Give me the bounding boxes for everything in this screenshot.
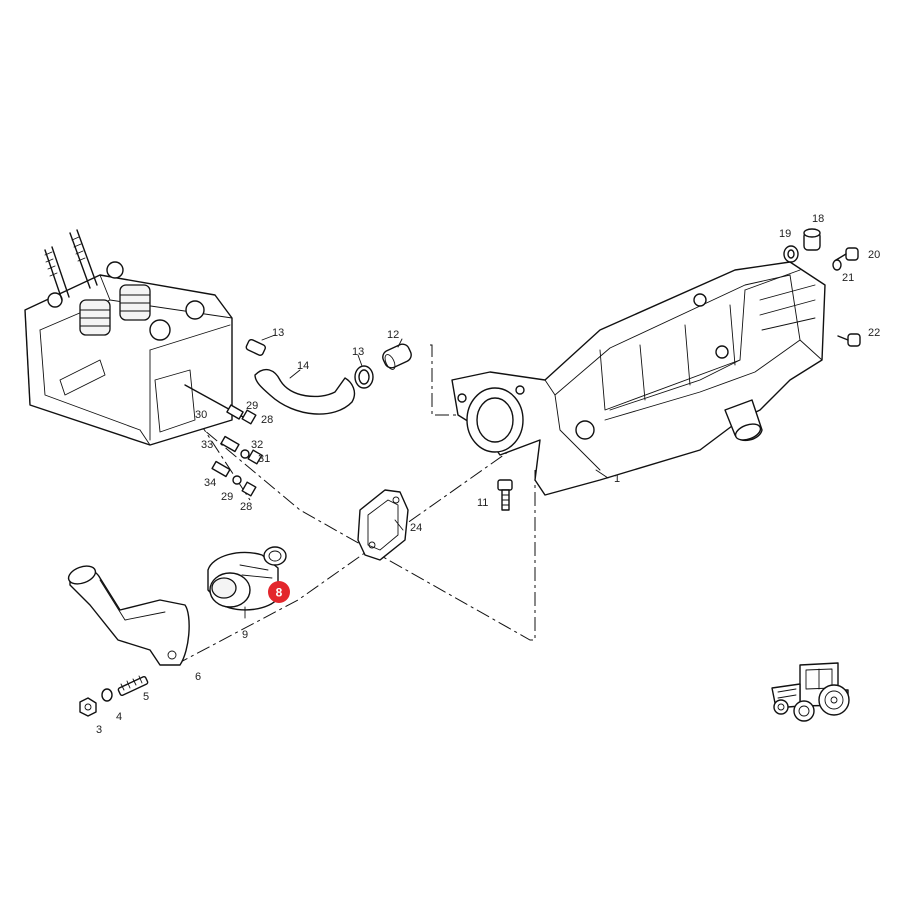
callout-19: 19: [779, 228, 791, 240]
fittings-group: [184, 384, 263, 497]
callout-28-bottom: 28: [240, 501, 252, 513]
callout-28-top: 28: [261, 414, 273, 426]
highlight-callout-8[interactable]: 8: [268, 581, 290, 603]
stud-washer-nut: [79, 675, 149, 717]
callout-33: 33: [201, 439, 213, 451]
callout-29-top: 29: [246, 400, 258, 412]
callout-29-bottom: 29: [221, 491, 233, 503]
callout-14: 14: [297, 360, 309, 372]
callout-6: 6: [195, 671, 201, 683]
callout-1: 1: [614, 473, 620, 485]
callout-24: 24: [410, 522, 422, 534]
bolt-11: [497, 479, 513, 511]
callout-32: 32: [251, 439, 263, 451]
callout-21: 21: [842, 272, 854, 284]
thermostat-9: [207, 546, 287, 619]
callout-9: 9: [242, 629, 248, 641]
highlight-marker[interactable]: [268, 581, 290, 603]
water-manifold: [451, 261, 826, 496]
cylinder-head: [24, 229, 233, 446]
gasket-24: [357, 489, 409, 561]
callout-13-left: 13: [272, 327, 284, 339]
right-fittings: [783, 228, 861, 347]
callout-20: 20: [868, 249, 880, 261]
callout-labels: 1 3 4 5 6 9 11 12 13 13 14 18 19 20 21 2…: [96, 213, 880, 736]
callout-3: 3: [96, 724, 102, 736]
pipe-elbow-6: [67, 565, 190, 666]
callout-11: 11: [477, 497, 488, 509]
callout-8[interactable]: 8: [276, 586, 283, 600]
callout-12: 12: [387, 329, 399, 341]
callout-34: 34: [204, 477, 216, 489]
callout-13-right: 13: [352, 346, 364, 358]
hose-assembly: [245, 338, 412, 415]
callout-22: 22: [868, 327, 880, 339]
callout-31: 31: [258, 453, 270, 465]
callout-5: 5: [143, 691, 149, 703]
callout-18: 18: [812, 213, 824, 225]
leader-lines: [261, 334, 609, 531]
tractor-icon: [771, 662, 850, 722]
assembly-axis-lines: [167, 344, 536, 666]
callout-30: 30: [195, 409, 207, 421]
callout-4: 4: [116, 711, 122, 723]
